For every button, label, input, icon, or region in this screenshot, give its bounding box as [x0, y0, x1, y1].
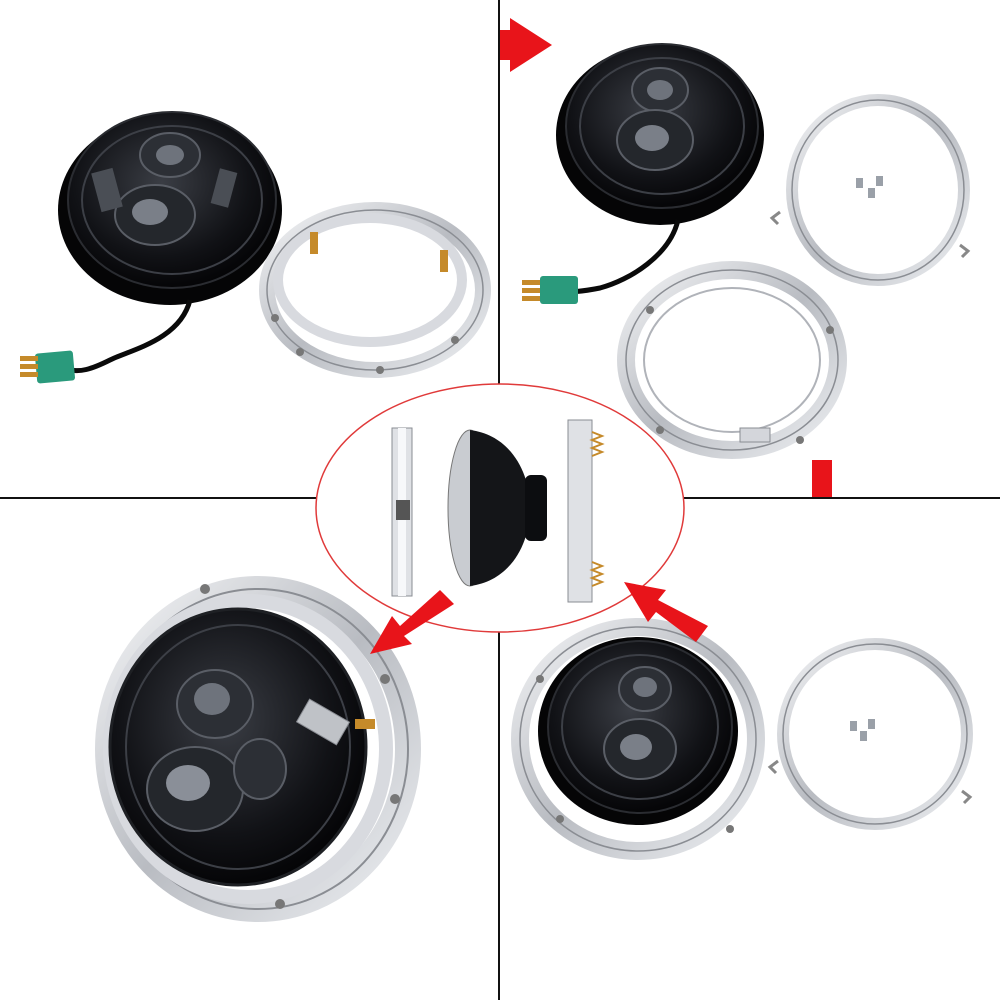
red-arrow-down-icon	[812, 460, 832, 497]
mounting-ring	[259, 202, 491, 378]
headlight	[556, 43, 764, 225]
headlight-side-view	[447, 429, 547, 587]
wiring-harness	[522, 219, 681, 304]
side-view-detail	[310, 380, 690, 640]
retaining-ring-side-view	[391, 427, 413, 597]
red-arrow-right-icon	[500, 18, 552, 72]
retaining-ring	[767, 638, 973, 830]
step-1-panel	[0, 0, 498, 497]
headlight	[58, 111, 282, 305]
red-arrow-up-left-icon	[620, 578, 712, 644]
step-3-panel	[500, 499, 1000, 1000]
screws	[850, 719, 875, 741]
step-2-panel	[500, 0, 1000, 497]
mounting-bracket	[617, 261, 847, 459]
screws	[856, 176, 883, 198]
headlight-in-bracket	[511, 618, 765, 860]
step-4-panel	[0, 499, 498, 1000]
assembled-headlight	[95, 576, 421, 922]
mounting-bracket-side-view	[567, 419, 605, 603]
wiring-harness	[20, 299, 193, 384]
red-arrow-down-left-icon	[368, 590, 458, 660]
retaining-ring	[769, 94, 971, 286]
